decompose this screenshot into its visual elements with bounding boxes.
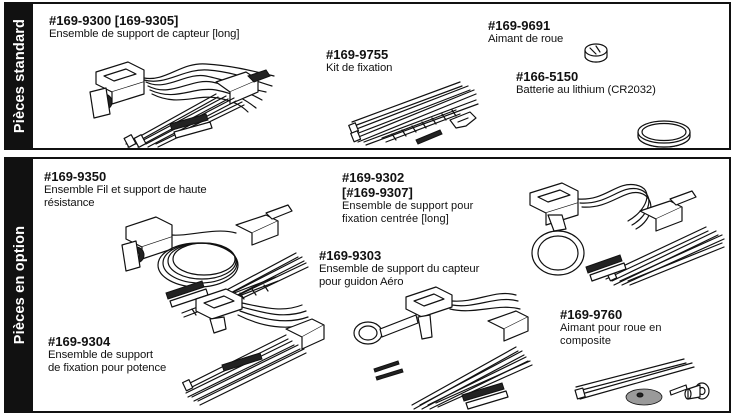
part-description-line2: résistance [44,197,95,210]
part-description: Aimant de roue [488,33,564,46]
mounting-kit-illustration [348,81,479,146]
part-number: #169-9304 [48,334,111,349]
center-mount-bracket-illustration [529,182,725,286]
part-description-line2: fixation centrée [long] [342,213,449,226]
part-description-line1: Aimant pour roue en [560,322,662,335]
lithium-battery-illustration [637,120,691,148]
sensor-bracket-illustration [89,61,275,148]
part-description-line2: pour guidon Aéro [319,276,404,289]
part-description-line1: Ensemble de support [48,349,153,362]
part-description: Ensemble de support de capteur [long] [49,28,240,41]
part-number: #166-5150 [516,69,579,84]
part-number: #169-9300 [169-9305] [49,13,179,28]
part-description: Batterie au lithium (CR2032) [516,84,656,97]
part-169-9304-block: #169-9304 Ensemble de support de fixatio… [48,334,166,376]
part-description-line1: Ensemble de support du capteur [319,263,480,276]
part-number: #169-9691 [488,18,551,33]
standard-parts-section: Pièces standard #169-9300 [169-9305] Ens… [4,2,731,150]
part-description-line2: de fixation pour potence [48,362,167,375]
part-description: Kit de fixation [326,62,393,75]
part-169-9755-block: #169-9755 Kit de fixation [326,47,392,75]
part-169-9760-block: #169-9760 Aimant pour roue en composite [560,307,662,348]
part-169-9302-block: #169-9302 [#169-9307] Ensemble de suppor… [342,170,473,226]
part-number: #169-9303 [319,248,382,263]
part-number: #169-9302 [342,170,405,185]
part-description-line2: composite [560,335,612,348]
part-number-alt: [#169-9307] [342,185,413,201]
standard-parts-tab: Pièces standard [6,4,33,148]
optional-parts-tab: Pièces en option [6,159,33,411]
part-166-5150-block: #166-5150 Batterie au lithium (CR2032) [516,69,656,97]
wheel-magnet-illustration [584,43,608,63]
optional-parts-section: Pièces en option #169-9350 Ensemble Fil … [4,157,731,413]
composite-wheel-magnet-illustration [574,358,710,406]
heavy-duty-bracket-illustration [121,204,309,318]
part-number: #169-9350 [44,169,107,184]
part-169-9303-block: #169-9303 Ensemble de support du capteur… [319,248,479,290]
part-169-9691-block: #169-9691 Aimant de roue [488,18,563,46]
part-number: #169-9755 [326,47,389,62]
part-description-line1: Ensemble Fil et support de haute [44,184,207,197]
part-169-9300-block: #169-9300 [169-9305] Ensemble de support… [49,13,239,41]
standard-parts-label: Pièces standard [11,18,28,134]
part-number: #169-9760 [560,307,623,322]
part-description-line1: Ensemble de support pour [342,200,474,213]
stem-mount-bracket-illustration [181,288,325,406]
part-169-9350-block: #169-9350 Ensemble Fil et support de hau… [44,169,207,211]
optional-parts-label: Pièces en option [11,225,28,345]
aero-bar-bracket-illustration [353,286,533,410]
